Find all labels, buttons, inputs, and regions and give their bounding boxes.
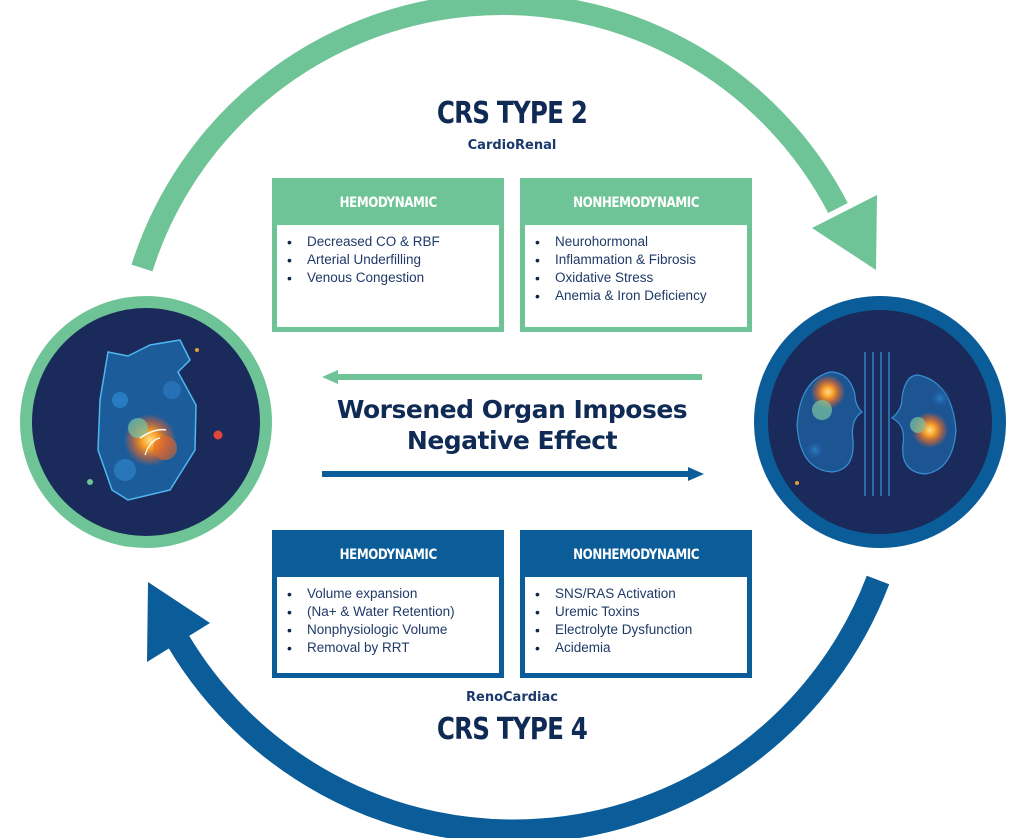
crs-type2-title: CRS TYPE 2 xyxy=(436,96,588,131)
list-item: (Na+ & Water Retention) xyxy=(287,603,493,621)
crs-type2-subtitle: CardioRenal xyxy=(467,138,557,153)
list-item: Neurohormonal xyxy=(535,233,741,251)
list-item: Oxidative Stress xyxy=(535,269,741,287)
list-item: Uremic Toxins xyxy=(535,603,741,621)
center-message: Worsened Organ Imposes Negative Effect xyxy=(260,394,764,456)
box-header: NONHEMODYNAMIC xyxy=(523,181,749,225)
list-item: Electrolyte Dysfunction xyxy=(535,621,741,639)
renocardiac-nonhemodynamic-box: NONHEMODYNAMIC SNS/RAS Activation Uremic… xyxy=(520,530,752,678)
left-arrow-head xyxy=(322,370,338,384)
renocardiac-hemodynamic-box: HEMODYNAMIC Volume expansion (Na+ & Wate… xyxy=(272,530,504,678)
cardiorenal-arrow-head xyxy=(812,195,877,270)
list-item: Decreased CO & RBF xyxy=(287,233,493,251)
list-item: Anemia & Iron Deficiency xyxy=(535,287,741,305)
kidney-circle xyxy=(754,296,1006,548)
list-item: SNS/RAS Activation xyxy=(535,585,741,603)
renocardiac-arrow-head xyxy=(147,582,210,662)
cardiorenal-nonhemodynamic-box: NONHEMODYNAMIC Neurohormonal Inflammatio… xyxy=(520,178,752,332)
list-item: Acidemia xyxy=(535,639,741,657)
renocardiac-arrow-arc xyxy=(161,575,890,838)
list-item: Arterial Underfilling xyxy=(287,251,493,269)
kidneys-icon xyxy=(795,352,957,496)
box-header: HEMODYNAMIC xyxy=(275,181,501,225)
center-line-1: Worsened Organ Imposes xyxy=(336,395,688,424)
cardiorenal-hemodynamic-box: HEMODYNAMIC Decreased CO & RBF Arterial … xyxy=(272,178,504,332)
box-list: Volume expansion (Na+ & Water Retention)… xyxy=(275,577,501,675)
center-line-2: Negative Effect xyxy=(406,426,618,455)
list-item: Nonphysiologic Volume xyxy=(287,621,493,639)
crs-type4-title: CRS TYPE 4 xyxy=(436,712,588,747)
cardiorenal-arrow-arc xyxy=(131,0,848,272)
box-list: SNS/RAS Activation Uremic Toxins Electro… xyxy=(523,577,749,675)
box-header: NONHEMODYNAMIC xyxy=(523,533,749,577)
list-item: Removal by RRT xyxy=(287,639,493,657)
right-arrow-head xyxy=(688,467,704,481)
list-item: Volume expansion xyxy=(287,585,493,603)
box-list: Decreased CO & RBF Arterial Underfilling… xyxy=(275,225,501,329)
box-list: Neurohormonal Inflammation & Fibrosis Ox… xyxy=(523,225,749,329)
heart-circle xyxy=(20,296,272,548)
box-header: HEMODYNAMIC xyxy=(275,533,501,577)
heart-icon xyxy=(87,339,223,501)
list-item: Inflammation & Fibrosis xyxy=(535,251,741,269)
crs-type4-subtitle: RenoCardiac xyxy=(466,690,558,705)
list-item: Venous Congestion xyxy=(287,269,493,287)
